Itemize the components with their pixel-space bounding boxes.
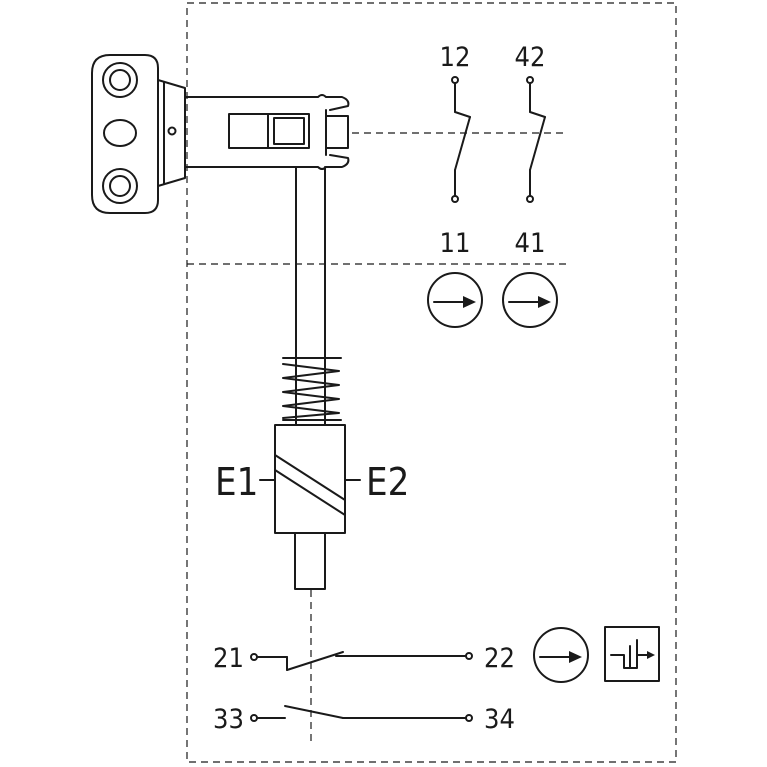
housing-dashed-outline	[186, 2, 677, 763]
terminal-label-22: 22	[484, 643, 515, 674]
terminal-label-34: 34	[484, 704, 515, 735]
no-contact-33-34	[250, 705, 473, 722]
positive-opening-arrow-icon	[502, 272, 558, 328]
solenoid-coil	[259, 424, 361, 534]
return-spring	[282, 357, 342, 421]
terminal-label-12: 12	[440, 42, 471, 73]
actuator-key-head	[91, 54, 186, 214]
interlock-function-icon	[604, 626, 660, 682]
terminal-label-42: 42	[515, 42, 546, 73]
terminal-label-11: 11	[440, 228, 471, 259]
aux-contact-12-11	[451, 76, 471, 203]
aux-contact-42-41	[526, 76, 546, 203]
plunger-rod	[295, 166, 326, 426]
terminal-label-33: 33	[213, 704, 244, 735]
positive-opening-arrow-icon	[533, 627, 589, 683]
nc-contact-21-22	[250, 651, 473, 671]
coil-terminal-e1: E1	[215, 460, 258, 504]
terminal-label-21: 21	[213, 643, 244, 674]
positive-opening-arrow-icon	[427, 272, 483, 328]
terminal-label-41: 41	[515, 228, 546, 259]
actuator-tongue	[184, 94, 350, 170]
coil-terminal-e2: E2	[366, 460, 409, 504]
solenoid-armature	[294, 532, 326, 590]
